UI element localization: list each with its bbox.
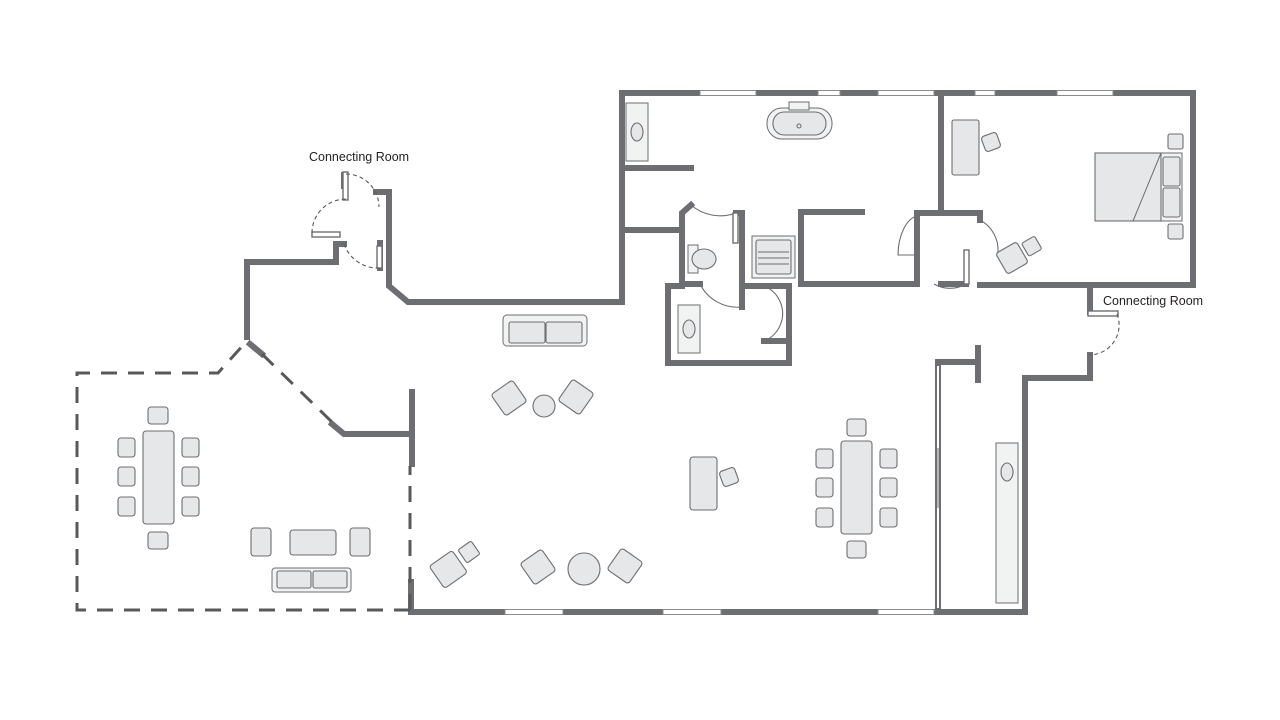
doors xyxy=(311,171,1120,356)
bathroom-fixtures xyxy=(625,101,1019,604)
windows xyxy=(504,90,1114,615)
terrace-furniture xyxy=(117,406,371,593)
bedroom-furniture xyxy=(951,119,1184,274)
terrace-outline xyxy=(75,340,412,612)
living-furniture xyxy=(429,314,739,588)
connecting-room-label-left: Connecting Room xyxy=(309,150,410,164)
connecting-room-label-right: Connecting Room xyxy=(1103,294,1204,308)
dining-right xyxy=(815,418,898,559)
walls xyxy=(244,90,1196,615)
